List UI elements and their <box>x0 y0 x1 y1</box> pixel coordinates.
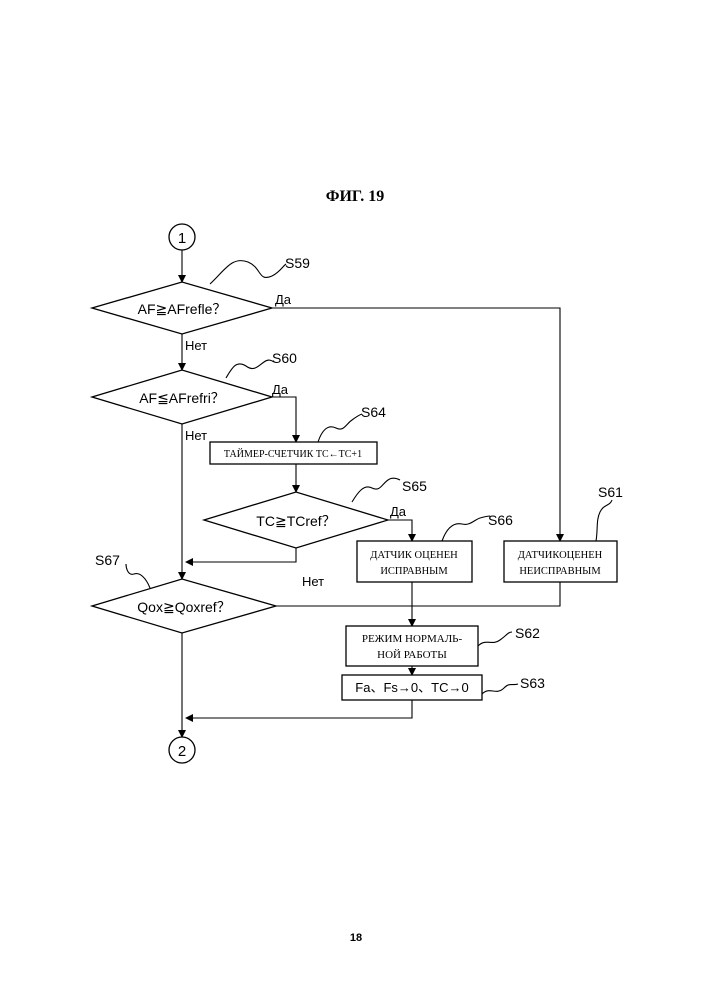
step-label-s59: S59 <box>285 255 310 271</box>
process-s62-line2: НОЙ РАБОТЫ <box>377 649 447 661</box>
process-s66-line1: ДАТЧИК ОЦЕНЕН <box>370 550 458 561</box>
step-label-leader <box>210 261 286 284</box>
step-label-s62: S62 <box>515 625 540 641</box>
step-label-leader <box>596 500 612 541</box>
branch-label-no: Нет <box>185 338 207 353</box>
step-label-leader <box>226 360 274 378</box>
step-label-leader <box>442 516 490 541</box>
step-label-leader <box>352 478 400 502</box>
decision-s65-text: TC≧TCref？ <box>256 513 335 529</box>
flow-line <box>412 582 560 606</box>
branch-label-yes: Да <box>275 292 292 307</box>
step-label-s64: S64 <box>361 404 386 420</box>
step-label-leader <box>318 414 362 442</box>
end-connector-label: 2 <box>178 743 186 760</box>
step-label-s61: S61 <box>598 484 623 500</box>
step-label-s60: S60 <box>272 350 297 366</box>
flow-line <box>388 520 412 541</box>
decision-s59-text: AF≧AFrefle？ <box>138 301 227 317</box>
page-number: 18 <box>350 932 362 944</box>
branch-label-no: Нет <box>185 428 207 443</box>
step-label-s65: S65 <box>402 478 427 494</box>
decision-s67-text: Qox≧Qoxref？ <box>137 599 230 615</box>
branch-label-no: Нет <box>302 574 324 589</box>
process-s64-text: ТАЙМЕР-СЧЕТЧИК TC←TC+1 <box>224 448 362 460</box>
flow-line <box>186 548 296 562</box>
branch-label-yes: Да <box>390 504 407 519</box>
flow-line <box>186 700 412 718</box>
step-label-leader <box>126 564 150 588</box>
step-label-s63: S63 <box>520 675 545 691</box>
step-label-leader <box>478 632 512 646</box>
step-label-s67: S67 <box>95 552 120 568</box>
start-connector-label: 1 <box>178 230 186 247</box>
process-s63-text: Fa、Fs→0、TC→0 <box>355 680 468 695</box>
process-s66-line2: ИСПРАВНЫМ <box>380 566 448 577</box>
process-s61-line1: ДАТЧИКОЦЕНЕН <box>518 550 603 561</box>
decision-s60-text: AF≦AFrefri？ <box>139 390 225 406</box>
step-label-leader <box>482 684 518 694</box>
branch-label-yes: Да <box>272 382 289 397</box>
step-label-s66: S66 <box>488 512 513 528</box>
process-s61-line2: НЕИСПРАВНЫМ <box>519 566 601 577</box>
figure-title: ФИГ. 19 <box>326 188 385 205</box>
process-s62-line1: РЕЖИМ НОРМАЛЬ- <box>362 633 463 645</box>
flow-line <box>272 397 296 442</box>
